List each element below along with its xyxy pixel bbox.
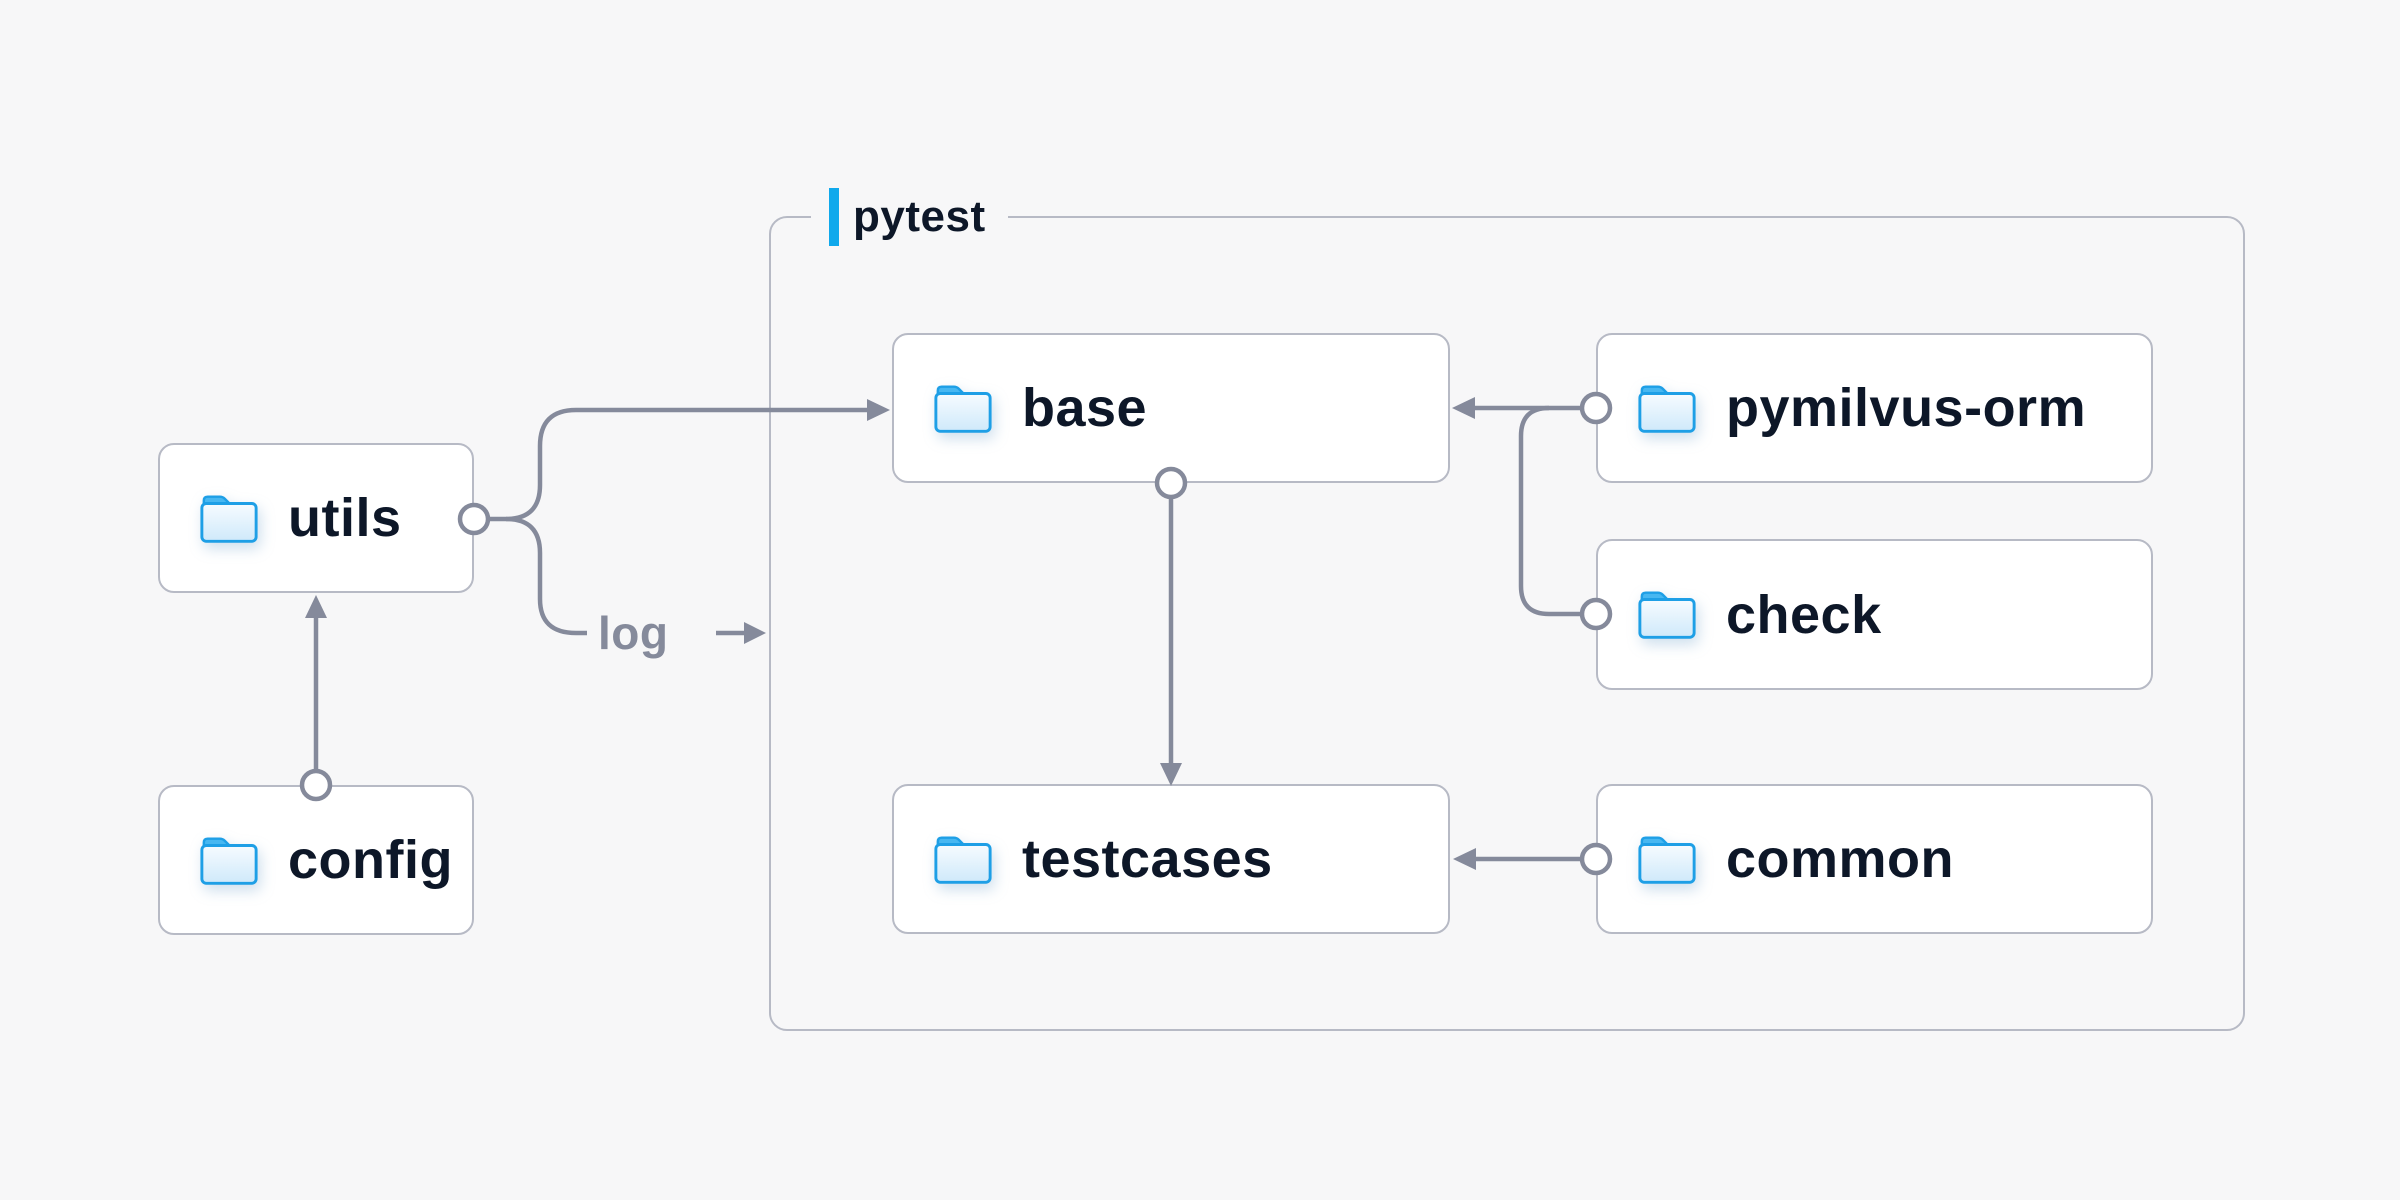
node-base: base [892, 333, 1450, 483]
folder-icon [934, 835, 992, 884]
folder-icon [1638, 384, 1696, 433]
edge-label-log: log [598, 607, 669, 659]
node-label: common [1726, 829, 1955, 889]
node-utils: utils [158, 443, 474, 593]
node-label: config [288, 830, 453, 890]
node-pymilvus-orm: pymilvus-orm [1596, 333, 2153, 483]
folder-icon [200, 494, 258, 543]
group-title: pytest [853, 192, 986, 241]
node-check: check [1596, 539, 2153, 690]
folder-icon [200, 836, 258, 885]
node-label: utils [288, 488, 402, 548]
node-label: check [1726, 584, 1882, 645]
node-testcases: testcases [892, 784, 1450, 934]
folder-icon [1638, 835, 1696, 884]
folder-icon [1638, 591, 1696, 639]
accent-bar [829, 188, 839, 246]
pytest-group-container: pytest [769, 185, 2245, 1031]
pytest-group-label: pytest [811, 185, 1008, 249]
node-label: pymilvus-orm [1726, 378, 2087, 438]
node-label: testcases [1022, 829, 1273, 889]
node-label: base [1022, 378, 1148, 438]
node-common: common [1596, 784, 2153, 934]
edge-config-to-utils [299, 595, 333, 802]
node-config: config [158, 785, 474, 935]
folder-icon [934, 384, 992, 433]
